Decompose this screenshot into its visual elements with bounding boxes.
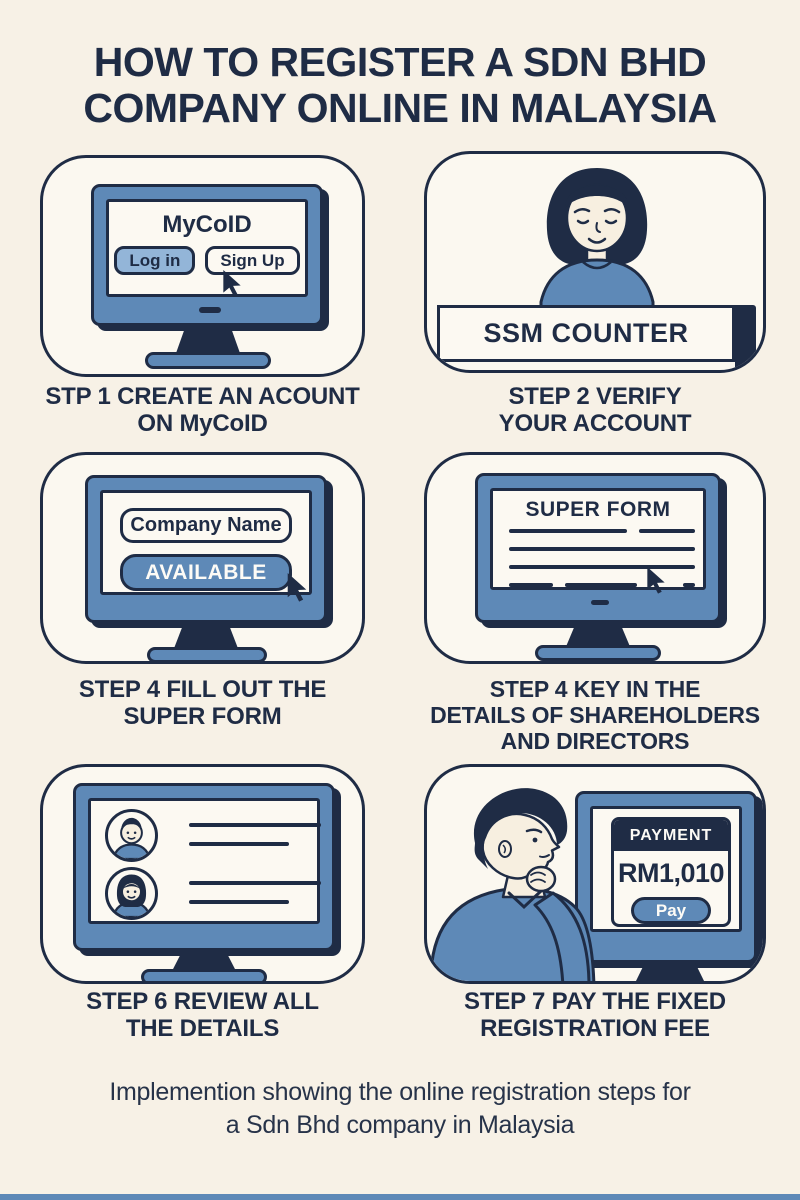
step-2-caption-line1: STEP 2 VERIFY (508, 383, 682, 410)
form-line (509, 547, 695, 551)
mycoid-heading: MyCoID (162, 211, 252, 238)
form-line (509, 583, 553, 587)
step-5-caption-line1: STEP 6 REVIEW ALL (86, 988, 319, 1015)
step-1-caption-line2: ON MyCoID (137, 410, 268, 438)
female-avatar (105, 867, 158, 920)
form-line (639, 529, 695, 533)
monitor-screen: PAYMENT RM1,010 Pay (590, 806, 742, 932)
step-3-caption-line2: SUPER FORM (123, 703, 282, 731)
signup-button[interactable]: Sign Up (205, 246, 300, 275)
detail-line (189, 842, 289, 846)
step-3-caption: STEP 4 FILL OUT THE SUPER FORM (20, 676, 385, 731)
step-6-caption-line1: STEP 7 PAY THE FIXED (464, 988, 726, 1015)
footer-caption: Implemention showing the online registra… (0, 1076, 800, 1142)
available-button[interactable]: AVAILABLE (120, 554, 292, 591)
step-6-caption: STEP 7 PAY THE FIXED REGISTRATION FEE (414, 988, 776, 1043)
monitor-stand (175, 330, 241, 356)
monitor-illustration: Company Name AVAILABLE (85, 475, 327, 623)
step-2-caption-line2: YOUR ACCOUNT (498, 410, 692, 438)
monitor-power-dash (591, 600, 609, 605)
monitor-illustration: SUPER FORM (475, 473, 721, 623)
payment-card: PAYMENT RM1,010 Pay (611, 817, 731, 927)
monitor-illustration: MyCoID Log in Sign Up (91, 184, 323, 326)
company-name-field[interactable]: Company Name (120, 508, 292, 543)
page-title-line1: HOW TO REGISTER A SDN BHD (93, 39, 707, 85)
form-line (509, 565, 695, 569)
step-5-caption-line2: THE DETAILS (125, 1015, 280, 1043)
page-title-line2: COMPANY ONLINE IN MALAYSIA (83, 84, 717, 131)
cursor-icon (287, 573, 307, 602)
customer-illustration (429, 788, 596, 981)
step-1-caption-line1: STP 1 CREATE AN ACOUNT (45, 383, 360, 410)
form-line (565, 583, 637, 587)
step-4-caption-line1: STEP 4 KEY IN THE (489, 676, 701, 702)
footer-caption-line1: Implemention showing the online registra… (109, 1078, 691, 1106)
monitor-base (145, 352, 271, 369)
bottom-accent-bar (0, 1194, 800, 1200)
form-line (683, 583, 695, 587)
monitor-base (147, 647, 267, 661)
male-avatar (105, 809, 158, 862)
monitor-stand (171, 955, 237, 973)
monitor-screen (88, 798, 321, 924)
ssm-counter-sign: SSM COUNTER (437, 305, 735, 362)
pay-button[interactable]: Pay (631, 897, 711, 924)
monitor-illustration (73, 783, 335, 951)
step-6-caption-line2: REGISTRATION FEE (480, 1015, 710, 1043)
superform-heading: SUPER FORM (525, 498, 671, 521)
counter-end-cap (735, 305, 756, 367)
login-button[interactable]: Log in (114, 246, 196, 275)
cursor-icon (223, 270, 241, 297)
monitor-base (141, 969, 267, 981)
payment-header: PAYMENT (614, 820, 728, 851)
cursor-icon (647, 567, 665, 594)
step-5-panel (40, 764, 365, 984)
step-3-caption-line1: STEP 4 FILL OUT THE (78, 676, 327, 703)
monitor-screen: SUPER FORM (490, 488, 706, 594)
step-2-panel: SSM COUNTER (424, 151, 766, 373)
detail-line (189, 823, 321, 827)
step-4-caption-line2: DETAILS OF SHAREHOLDERS (430, 702, 760, 729)
step-1-panel: MyCoID Log in Sign Up (40, 155, 365, 377)
monitor-stand (565, 627, 631, 649)
step-4-caption-line3: AND DIRECTORS (500, 728, 690, 755)
detail-line (189, 881, 321, 885)
form-line (509, 529, 627, 533)
footer-caption-line2: a Sdn Bhd company in Malaysia (225, 1111, 575, 1139)
detail-line (189, 900, 289, 904)
monitor-screen: MyCoID Log in Sign Up (106, 199, 308, 297)
officer-illustration (539, 168, 655, 320)
step-6-panel: PAYMENT RM1,010 Pay (424, 764, 766, 984)
monitor-power-dash (199, 307, 221, 313)
step-2-caption: STEP 2 VERIFY YOUR ACCOUNT (414, 383, 776, 438)
step-5-caption: STEP 6 REVIEW ALL THE DETAILS (20, 988, 385, 1043)
step-4-caption: STEP 4 KEY IN THE DETAILS OF SHAREHOLDER… (404, 676, 786, 755)
monitor-base (535, 645, 661, 661)
monitor-illustration: PAYMENT RM1,010 Pay (575, 791, 757, 963)
page-title: HOW TO REGISTER A SDN BHD COMPANY ONLINE… (0, 39, 800, 132)
step-3-panel: Company Name AVAILABLE (40, 452, 365, 664)
payment-amount: RM1,010 (617, 858, 725, 888)
monitor-stand (635, 963, 705, 981)
step-1-caption: STP 1 CREATE AN ACOUNT ON MyCoID (20, 383, 385, 438)
monitor-screen: Company Name AVAILABLE (100, 490, 312, 602)
step-4-panel: SUPER FORM (424, 452, 766, 664)
